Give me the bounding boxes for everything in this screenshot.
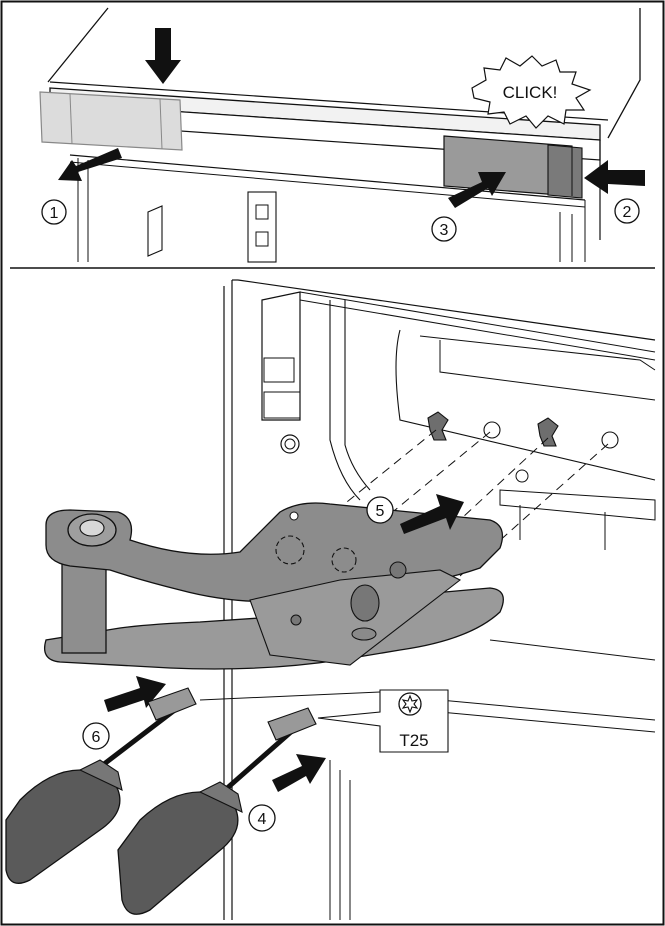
hinge-post [61,554,107,654]
screwdriver-left [5,687,197,884]
step-1-circle [41,199,67,225]
step-5-circle [366,496,394,524]
step-2-label: 2 [623,204,632,221]
hinge-web [249,569,462,666]
clip-mid [247,191,277,263]
arm-hole-left [275,535,305,565]
mounting-pin-left [427,411,449,441]
step-6-circle [82,722,110,750]
click-label: CLICK! [503,83,558,102]
arrow-3 [448,172,506,208]
step-2-circle [614,198,640,224]
arrow-down [145,28,181,84]
mounting-hole-right [601,431,619,449]
click-burst [471,55,592,129]
frame-hole [280,434,300,454]
tool-size-label: T25 [399,731,428,750]
arrow-4 [272,754,326,792]
tool-callout: T25 [317,689,449,753]
arrow-5 [400,494,464,534]
step-5-label: 5 [376,503,385,520]
step-4-circle [248,804,276,832]
clip-left [147,205,163,257]
mounting-pin-right [537,417,559,447]
arrow-6 [104,676,166,712]
screwdriver-right [117,707,317,915]
step-3-circle [431,216,457,242]
step-4-label: 4 [258,811,267,828]
step-6-label: 6 [92,729,101,746]
arrow-2 [584,160,645,194]
top-panel: CLICK! 1 2 3 [39,7,645,263]
appliance-top-edge [47,7,109,83]
appliance-top-edge-right [607,8,641,139]
step-3-label: 3 [440,222,449,239]
hinge-bracket-frame [261,291,301,421]
arrow-1 [58,148,122,181]
left-end-cap [39,91,183,151]
bottom-panel: T25 5 6 4 [5,279,656,920]
arm-hole-right [331,547,357,573]
step-1-label: 1 [50,205,59,222]
torx-icon [398,692,422,716]
rail [499,489,656,521]
